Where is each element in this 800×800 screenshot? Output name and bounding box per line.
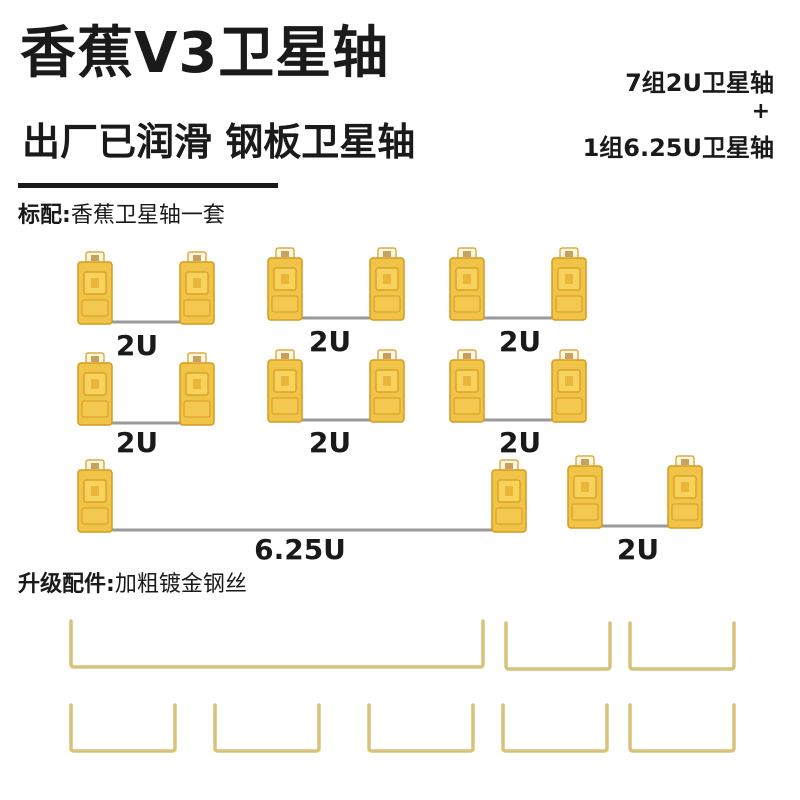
upgrade-parts-value: 加粗镀金钢丝: [114, 572, 247, 597]
page-title: 香蕉V3卫星轴: [20, 21, 390, 86]
stabilizer-2u: [567, 455, 703, 529]
stab-size-label: 2U: [115, 329, 159, 362]
upgrade-parts: 升级配件:加粗镀金钢丝: [18, 571, 247, 599]
stab-size-label: 2U: [308, 426, 352, 459]
title-divider: [18, 183, 278, 188]
gold-wire-2u: [367, 703, 475, 753]
stabilizer-2u: [77, 251, 215, 325]
page-subtitle: 出厂已润滑 钢板卫星轴: [22, 120, 416, 164]
combo-plus: +: [751, 99, 770, 124]
stab-size-label: 2U: [115, 426, 159, 459]
stab-size-label: 2U: [498, 325, 542, 358]
stabilizer-2u: [449, 349, 587, 423]
gold-wire-625u: [69, 619, 485, 669]
gold-wire-2u: [501, 703, 609, 753]
stab-size-label: 6.25U: [254, 533, 346, 566]
stab-size-label: 2U: [498, 426, 542, 459]
stabilizer-625u: [77, 459, 527, 533]
stabilizer-2u: [449, 247, 587, 321]
stab-size-label: 2U: [616, 533, 660, 566]
standard-config-label: 标配:: [18, 203, 71, 228]
gold-wire-2u: [213, 703, 321, 753]
combo-line-625u: 1组6.25U卫星轴: [582, 134, 774, 162]
gold-wire-2u: [504, 621, 612, 671]
gold-wire-2u: [628, 621, 736, 671]
stab-size-label: 2U: [308, 325, 352, 358]
standard-config-value: 香蕉卫星轴一套: [70, 203, 225, 228]
upgrade-parts-label: 升级配件:: [18, 572, 115, 597]
stabilizer-2u: [267, 247, 405, 321]
stabilizer-2u: [267, 349, 405, 423]
standard-config: 标配:香蕉卫星轴一套: [18, 202, 225, 230]
combo-line-2u: 7组2U卫星轴: [625, 69, 774, 97]
gold-wire-2u: [628, 703, 736, 753]
stabilizer-2u: [77, 352, 215, 426]
gold-wire-2u: [69, 703, 177, 753]
